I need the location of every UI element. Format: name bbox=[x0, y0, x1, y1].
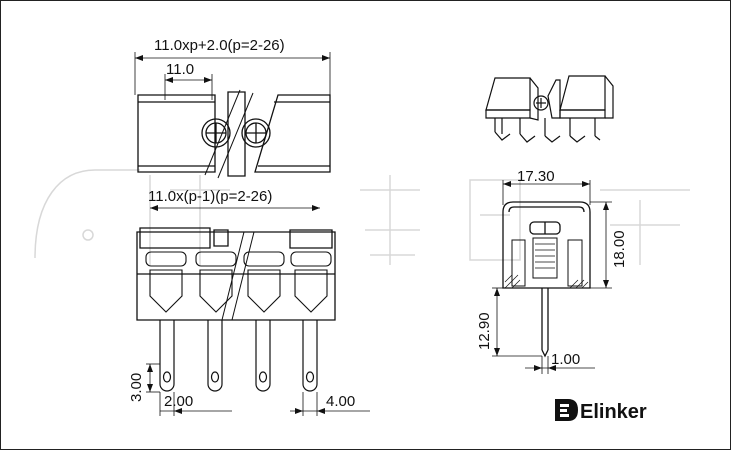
overall-length-label: 11.0xp+2.0(p=2-26) bbox=[154, 37, 285, 54]
isometric-view bbox=[485, 75, 614, 143]
top-view bbox=[134, 52, 331, 211]
front-view bbox=[136, 227, 370, 416]
brand-name: Elinker bbox=[580, 401, 647, 423]
side-height-label: 18.00 bbox=[611, 230, 628, 268]
watermark bbox=[34, 169, 690, 265]
pin-length-label: 12.90 bbox=[476, 312, 493, 350]
brand-logo bbox=[555, 399, 578, 421]
pin-thickness-label: 1.00 bbox=[551, 351, 580, 368]
inner-length-label: 11.0x(p-1)(p=2-26) bbox=[148, 188, 272, 205]
pin-gap-dim-label: 4.00 bbox=[326, 393, 355, 410]
pin-width-dim-label: 2.00 bbox=[164, 393, 193, 410]
pitch-label: 11.0 bbox=[166, 61, 194, 78]
side-view bbox=[492, 180, 612, 374]
side-width-label: 17.30 bbox=[517, 168, 555, 185]
pin-tip-dim-label: 3.00 bbox=[128, 373, 145, 402]
